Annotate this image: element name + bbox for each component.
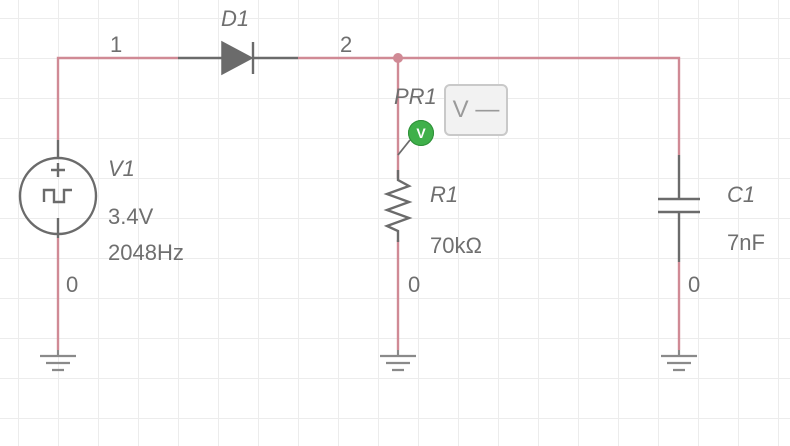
capacitor-value-label: 7nF bbox=[727, 230, 765, 255]
source-name-label: V1 bbox=[108, 156, 135, 181]
resistor-name-label: R1 bbox=[430, 182, 459, 207]
ground-node-capacitor-label: 0 bbox=[688, 272, 701, 297]
wire-node-1[interactable] bbox=[56, 56, 178, 140]
probe-readout[interactable]: V — bbox=[444, 84, 508, 136]
square-wave-icon bbox=[42, 188, 72, 204]
voltage-source-v1[interactable] bbox=[18, 140, 98, 238]
probe-lead bbox=[397, 139, 411, 156]
source-frequency-label: 2048Hz bbox=[108, 240, 184, 265]
diode-d1[interactable] bbox=[178, 40, 298, 76]
resistor-value-label: 70kΩ bbox=[430, 233, 482, 258]
wires bbox=[56, 53, 681, 350]
ground-source bbox=[40, 350, 76, 372]
probe-name-label: PR1 bbox=[394, 84, 437, 109]
node-2-label: 2 bbox=[340, 32, 353, 57]
capacitor-name-label: C1 bbox=[727, 182, 756, 207]
node-1-label: 1 bbox=[110, 32, 123, 57]
resistor-r1[interactable] bbox=[383, 170, 413, 242]
capacitor-c1[interactable] bbox=[658, 155, 700, 262]
voltage-probe-icon[interactable]: V bbox=[408, 120, 434, 146]
junction-dot bbox=[393, 53, 403, 63]
source-amplitude-label: 3.4V bbox=[108, 204, 154, 229]
ground-capacitor bbox=[661, 350, 697, 372]
diode-name-label: D1 bbox=[221, 6, 250, 31]
ground-resistor bbox=[380, 350, 416, 372]
ground-node-source-label: 0 bbox=[66, 272, 79, 297]
wire-node-2[interactable] bbox=[298, 56, 681, 155]
ground-node-resistor-label: 0 bbox=[408, 272, 421, 297]
